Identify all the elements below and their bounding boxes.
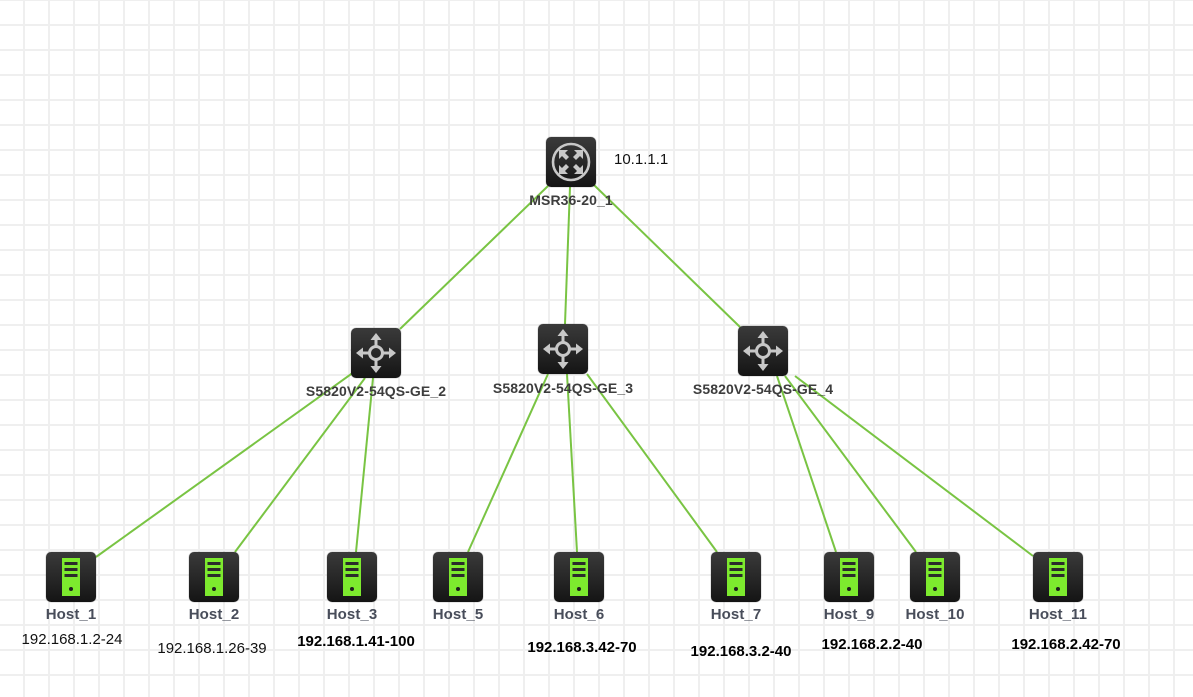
switch-node[interactable] [351, 328, 401, 378]
host-node[interactable] [327, 552, 377, 602]
server-glyph-icon [727, 558, 745, 596]
switch-node[interactable] [538, 324, 588, 374]
server-glyph-icon [1049, 558, 1067, 596]
host-name-label: Host_3 [326, 606, 378, 623]
host-name-label: Host_5 [432, 606, 484, 623]
server-glyph-icon [343, 558, 361, 596]
router-node[interactable] [546, 137, 596, 187]
link-router-sw2[interactable] [399, 185, 549, 330]
link-router-sw3[interactable] [564, 186, 571, 325]
router-ip-label: 10.1.1.1 [614, 151, 669, 168]
server-glyph-icon [570, 558, 588, 596]
host-name-label: Host_6 [553, 606, 605, 623]
host-server-icon[interactable] [46, 552, 96, 602]
host-server-icon[interactable] [824, 552, 874, 602]
link-sw4-h11[interactable] [794, 375, 1034, 557]
switch-node[interactable] [738, 326, 788, 376]
host-node[interactable] [711, 552, 761, 602]
switch-name-label: S5820V2-54QS-GE_2 [305, 383, 447, 399]
host-name-label: Host_2 [188, 606, 240, 623]
host-name-label: Host_1 [45, 606, 97, 623]
host-node[interactable] [433, 552, 483, 602]
router-name-label: MSR36-20_1 [529, 192, 613, 208]
link-sw3-h6[interactable] [566, 373, 578, 553]
link-router-sw4[interactable] [593, 184, 741, 328]
host-ip-range-label: 192.168.1.41-100 [297, 633, 415, 650]
host-node[interactable] [824, 552, 874, 602]
link-sw2-h1[interactable] [95, 371, 355, 558]
host-node[interactable] [910, 552, 960, 602]
host-node[interactable] [46, 552, 96, 602]
link-sw4-h9[interactable] [776, 375, 837, 553]
switch-icon[interactable] [738, 326, 788, 376]
host-server-icon[interactable] [327, 552, 377, 602]
host-ip-range-label: 192.168.1.26-39 [157, 640, 267, 657]
host-ip-range-label: 192.168.2.2-40 [821, 636, 923, 653]
host-server-icon[interactable] [1033, 552, 1083, 602]
host-name-label: Host_7 [710, 606, 762, 623]
server-glyph-icon [926, 558, 944, 596]
host-ip-range-label: 192.168.3.2-40 [690, 643, 792, 660]
host-name-label: Host_11 [1028, 606, 1088, 623]
link-sw3-h7[interactable] [586, 373, 718, 553]
host-server-icon[interactable] [189, 552, 239, 602]
host-ip-range-label: 192.168.1.2-24 [21, 631, 123, 648]
router-icon[interactable] [546, 137, 596, 187]
host-node[interactable] [1033, 552, 1083, 602]
host-server-icon[interactable] [554, 552, 604, 602]
host-ip-range-label: 192.168.2.42-70 [1011, 636, 1121, 653]
link-sw3-h5[interactable] [467, 373, 549, 553]
host-server-icon[interactable] [433, 552, 483, 602]
host-node[interactable] [189, 552, 239, 602]
server-glyph-icon [840, 558, 858, 596]
server-glyph-icon [449, 558, 467, 596]
server-glyph-icon [205, 558, 223, 596]
link-sw2-h3[interactable] [355, 377, 374, 553]
server-glyph-icon [62, 558, 80, 596]
host-name-label: Host_10 [905, 606, 965, 623]
switch-name-label: S5820V2-54QS-GE_3 [492, 380, 634, 396]
switch-name-label: S5820V2-54QS-GE_4 [692, 381, 834, 397]
host-node[interactable] [554, 552, 604, 602]
host-ip-range-label: 192.168.3.42-70 [527, 639, 637, 656]
host-server-icon[interactable] [910, 552, 960, 602]
host-server-icon[interactable] [711, 552, 761, 602]
host-name-label: Host_9 [823, 606, 875, 623]
switch-icon[interactable] [538, 324, 588, 374]
switch-icon[interactable] [351, 328, 401, 378]
link-sw4-h10[interactable] [784, 375, 917, 553]
link-sw2-h2[interactable] [234, 377, 366, 553]
